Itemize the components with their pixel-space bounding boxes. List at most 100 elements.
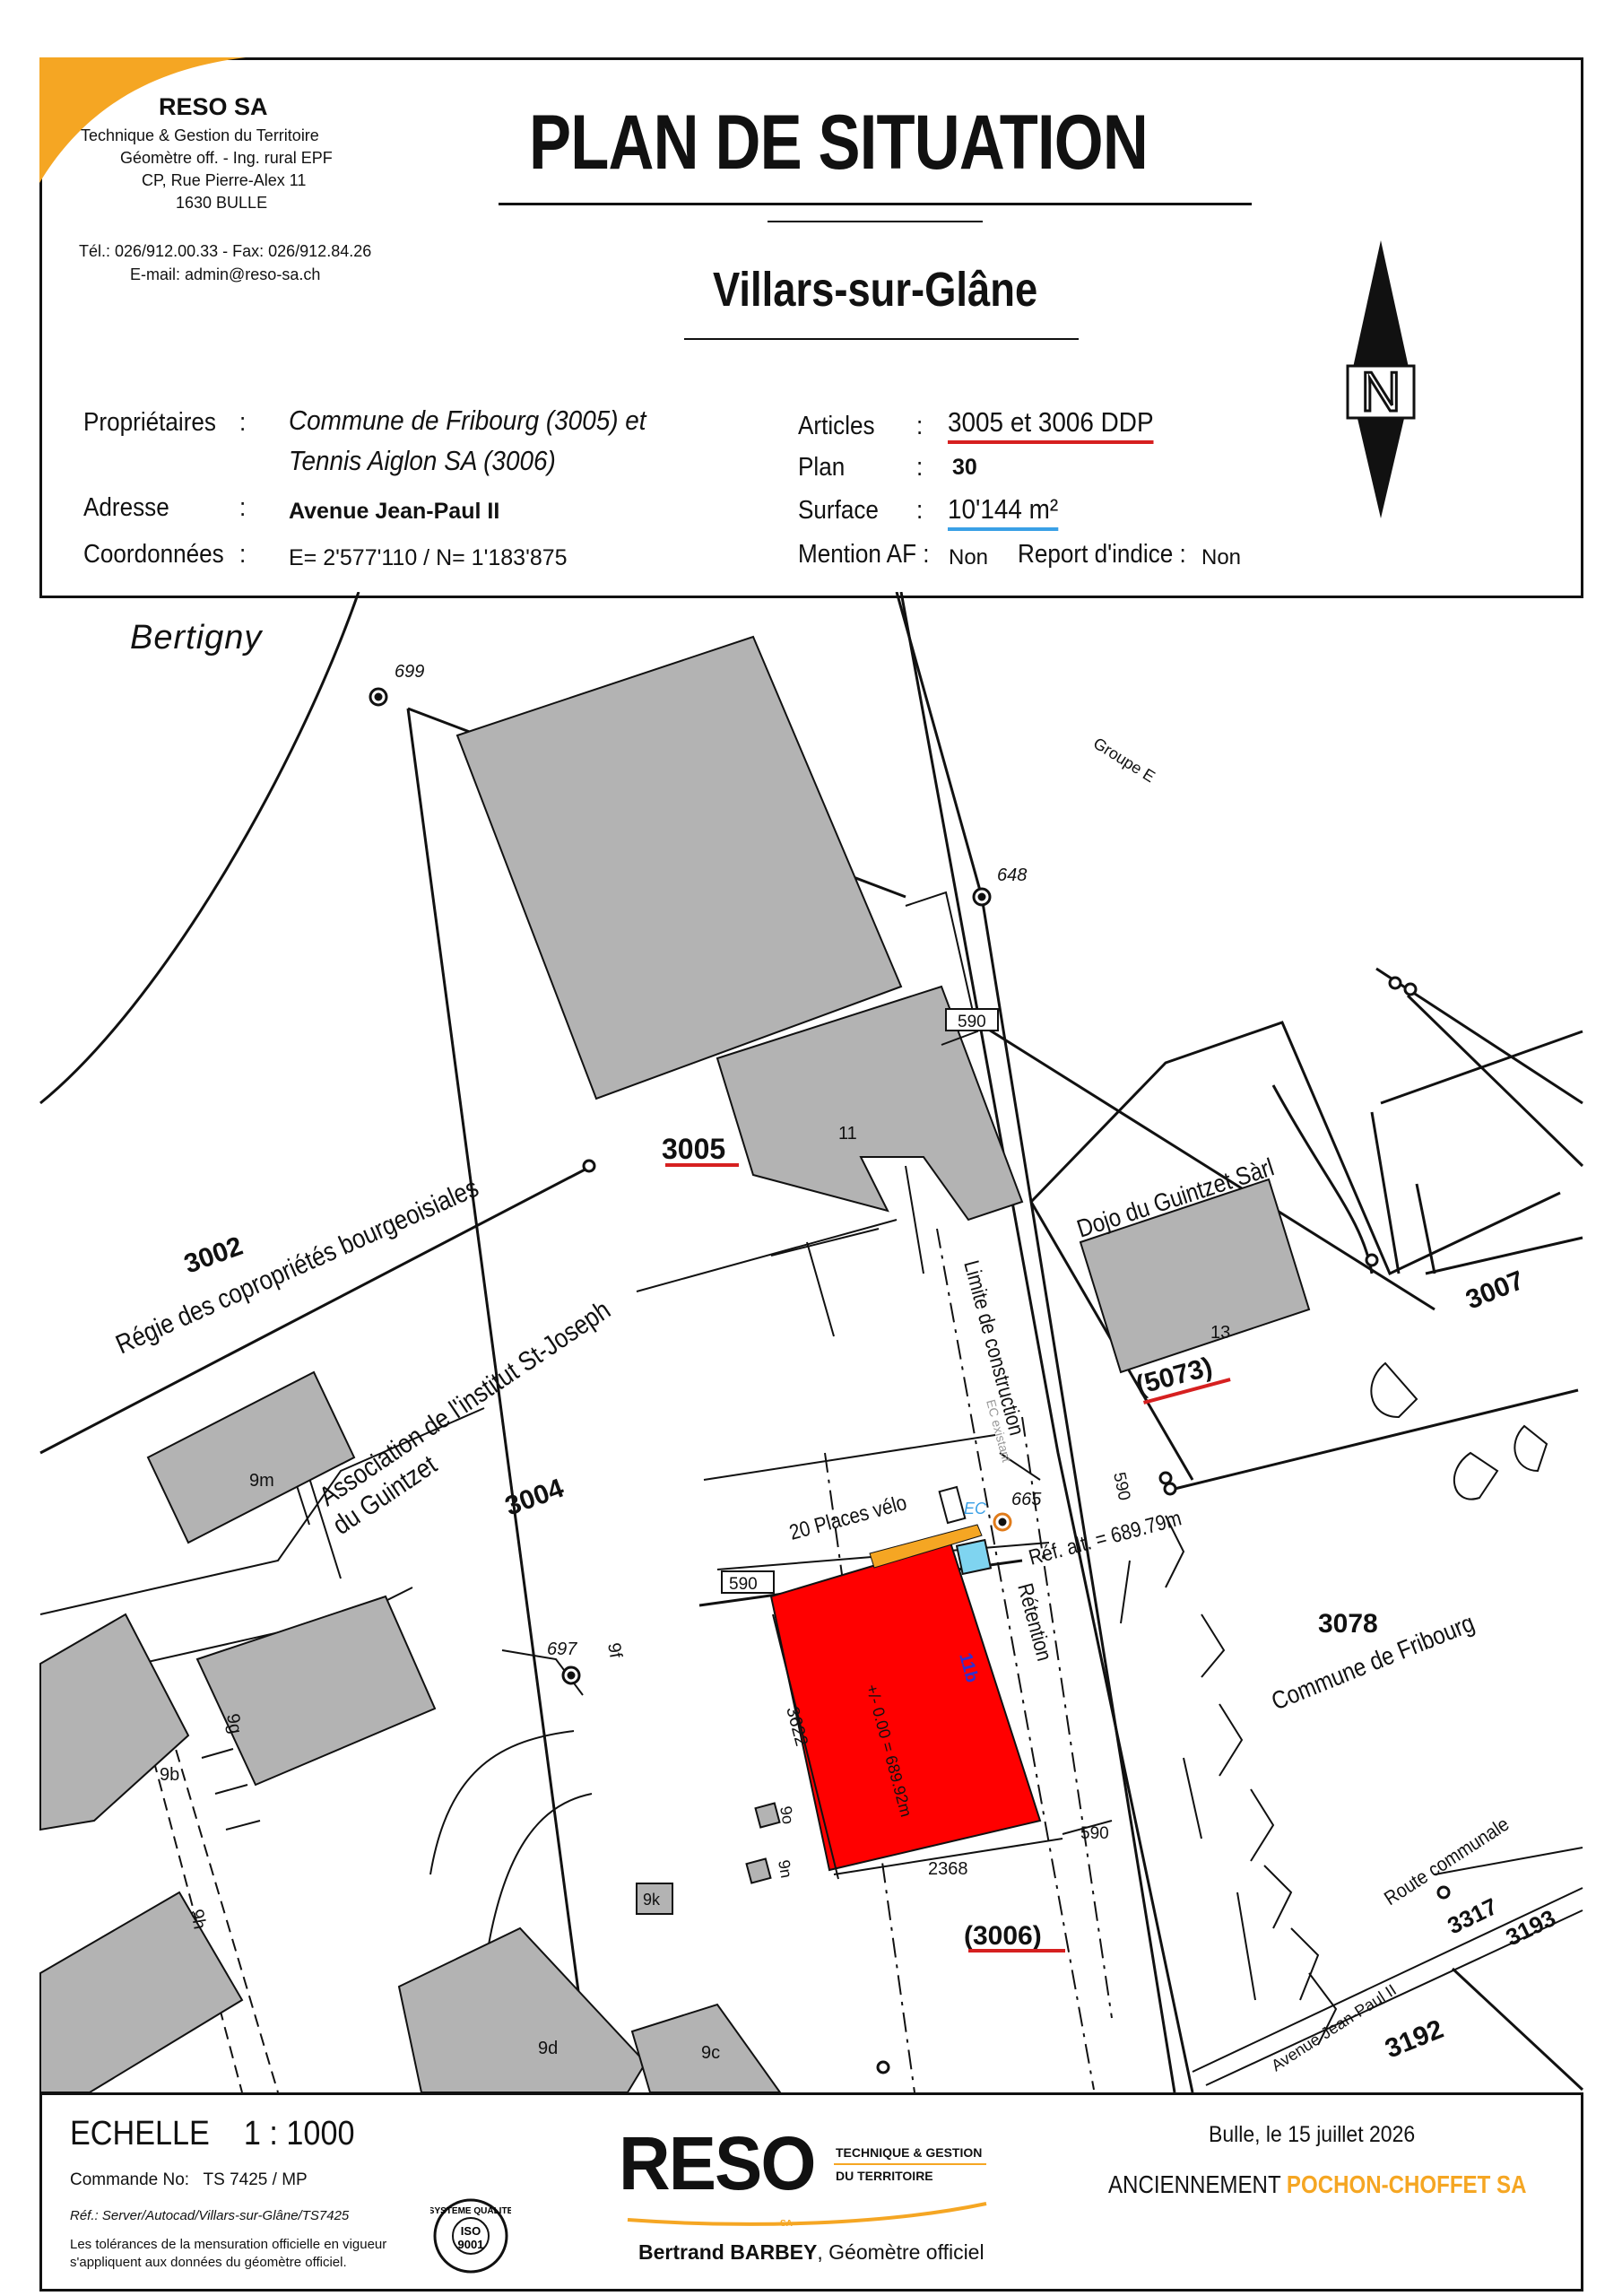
label-bld-9c: 9c	[701, 2043, 720, 2063]
page-title: PLAN DE SITUATION	[529, 100, 1149, 186]
company-line2: Géomètre off. - Ing. rural EPF	[120, 149, 333, 167]
parcel-3007: 3007	[1462, 1265, 1528, 1316]
building-13	[1079, 1178, 1311, 1374]
label-pt-648: 648	[997, 865, 1027, 885]
north-letter: N	[1361, 361, 1401, 423]
address-value: Avenue Jean-Paul II	[289, 499, 500, 524]
scale-label: ECHELLE 1 : 1000	[70, 2115, 355, 2152]
label-bld-9g: 9g	[222, 1712, 246, 1735]
articles-value: 3005 et 3006 DDP	[948, 406, 1154, 444]
owners-label: Propriétaires	[83, 408, 216, 437]
parcel-3006: (3006)	[964, 1921, 1042, 1951]
mention-value: Non	[949, 545, 989, 570]
dim-590-top: 590	[958, 1013, 986, 1031]
parcel-3317: 3317	[1443, 1892, 1501, 1939]
company-line1: Technique & Gestion du Territoire	[81, 126, 319, 144]
building-9m	[146, 1370, 356, 1544]
owners-line2: Tennis Aiglon SA (3006)	[289, 445, 556, 476]
plan-value: 30	[952, 455, 977, 480]
parcel-3002: 3002	[180, 1231, 247, 1280]
label-groupe-e: Groupe E	[1090, 734, 1158, 786]
parcel-3005: 3005	[662, 1133, 725, 1165]
file-reference: Réf.: Server/Autocad/Villars-sur-Glâne/T…	[70, 2208, 350, 2223]
reso-logo: RESO	[619, 2121, 816, 2205]
company-line4: 1630 BULLE	[176, 194, 268, 212]
mention-label: Mention AF :	[798, 540, 930, 569]
company-line3: CP, Rue Pierre-Alex 11	[142, 171, 307, 189]
parcel-3193: 3193	[1501, 1904, 1559, 1951]
building-9h	[39, 1891, 244, 2093]
commune-underline	[684, 338, 1079, 340]
report-label: Report d'indice :	[1018, 540, 1186, 569]
plan-colon: :	[916, 453, 924, 482]
owners-line1: Commune de Fribourg (3005) et	[289, 404, 646, 436]
dim-590-left: 590	[729, 1575, 758, 1594]
geometre-name: Bertrand BARBEY	[638, 2240, 818, 2264]
surface-value: 10'144 m²	[948, 493, 1059, 531]
document-date: Bulle, le 15 juillet 2026	[1209, 2122, 1416, 2147]
label-bld-9f: 9f	[603, 1641, 626, 1660]
building-9o	[754, 1802, 781, 1829]
dim-590-right: 590	[1109, 1471, 1133, 1502]
iso-number: 9001	[458, 2238, 484, 2251]
logo-swoosh	[627, 2202, 987, 2226]
owner-3002: Régie des copropriétés bourgeoisiales	[111, 1172, 482, 1360]
commune-name: Villars-sur-Glâne	[713, 263, 1038, 317]
label-ref-alt: Réf. alt. = 689.79m	[1026, 1506, 1184, 1570]
articles-colon: :	[916, 412, 924, 440]
reso-logo-sub2: DU TERRITOIRE	[836, 2169, 933, 2183]
report-value: Non	[1201, 545, 1242, 570]
address-label: Adresse	[83, 493, 169, 522]
iso-9001-seal: SYSTEME QUALITE ISO 9001	[430, 2198, 511, 2274]
label-bld-9d: 9d	[538, 2039, 558, 2058]
owners-colon: :	[239, 408, 247, 437]
situation-map: Bertigny 699 648 665 697 Groupe E 3005 1…	[39, 592, 1584, 2093]
label-places-velo: 20 Places vélo	[786, 1491, 909, 1545]
formerly-line: ANCIENNEMENT POCHON-CHOFFET SA	[1108, 2170, 1526, 2199]
company-phone: Tél.: 026/912.00.33 - Fax: 026/912.84.26	[79, 242, 372, 260]
label-pt-699: 699	[395, 662, 424, 682]
building-9g	[195, 1595, 437, 1787]
dim-2368: 2368	[928, 1859, 968, 1879]
header-frame	[39, 57, 1583, 598]
corner-accent	[39, 57, 246, 183]
plan-label: Plan	[798, 453, 846, 482]
footer-frame	[39, 2092, 1583, 2292]
iso-top: SYSTEME QUALITE	[430, 2206, 511, 2216]
label-pt-665: 665	[1011, 1490, 1042, 1509]
building-9n	[745, 1857, 772, 1884]
survey-points	[369, 687, 1451, 2074]
company-email: E-mail: admin@reso-sa.ch	[130, 265, 321, 283]
label-bld-9k: 9k	[643, 1891, 661, 1909]
title-underline	[499, 203, 1252, 205]
parcel-3078: 3078	[1318, 1609, 1378, 1639]
reso-logo-rule	[834, 2163, 986, 2165]
formerly-prefix: ANCIENNEMENT	[1108, 2170, 1287, 2198]
surface-colon: :	[916, 496, 924, 525]
parcel-3192: 3192	[1381, 2014, 1447, 2065]
tolerance-line2: s'appliquent aux données du géomètre off…	[70, 2255, 347, 2270]
label-pt-697: 697	[547, 1639, 577, 1659]
geometre-signature: Bertrand BARBEY, Géomètre officiel	[638, 2240, 984, 2265]
label-bld-9h: 9h	[186, 1908, 210, 1931]
building-9k	[636, 1883, 673, 1915]
label-bld-11: 11	[838, 1124, 857, 1144]
order-number: Commande No: TS 7425 / MP	[70, 2170, 308, 2189]
reso-logo-sub1: TECHNIQUE & GESTION	[836, 2145, 983, 2160]
tolerance-line1: Les tolérances de la mensuration officie…	[70, 2237, 387, 2252]
label-bld-9n: 9n	[775, 1858, 795, 1879]
label-bld-9o: 9o	[776, 1805, 797, 1825]
label-assoc-line1: Association de l'institut St-Joseph	[314, 1294, 615, 1511]
title-underline-short	[768, 221, 983, 222]
coords-label: Coordonnées	[83, 540, 224, 569]
bike-shelter	[869, 1524, 983, 1569]
retention-tank	[955, 1538, 993, 1576]
iso-label: ISO	[461, 2224, 481, 2238]
dim-590-bottom: 590	[1080, 1824, 1109, 1843]
label-bld-9m: 9m	[249, 1471, 274, 1491]
formerly-name: POCHON-CHOFFET SA	[1286, 2170, 1527, 2198]
building-11	[716, 985, 1024, 1222]
ec-box	[938, 1485, 967, 1525]
locality-bertigny: Bertigny	[130, 619, 263, 657]
address-colon: :	[239, 493, 247, 522]
